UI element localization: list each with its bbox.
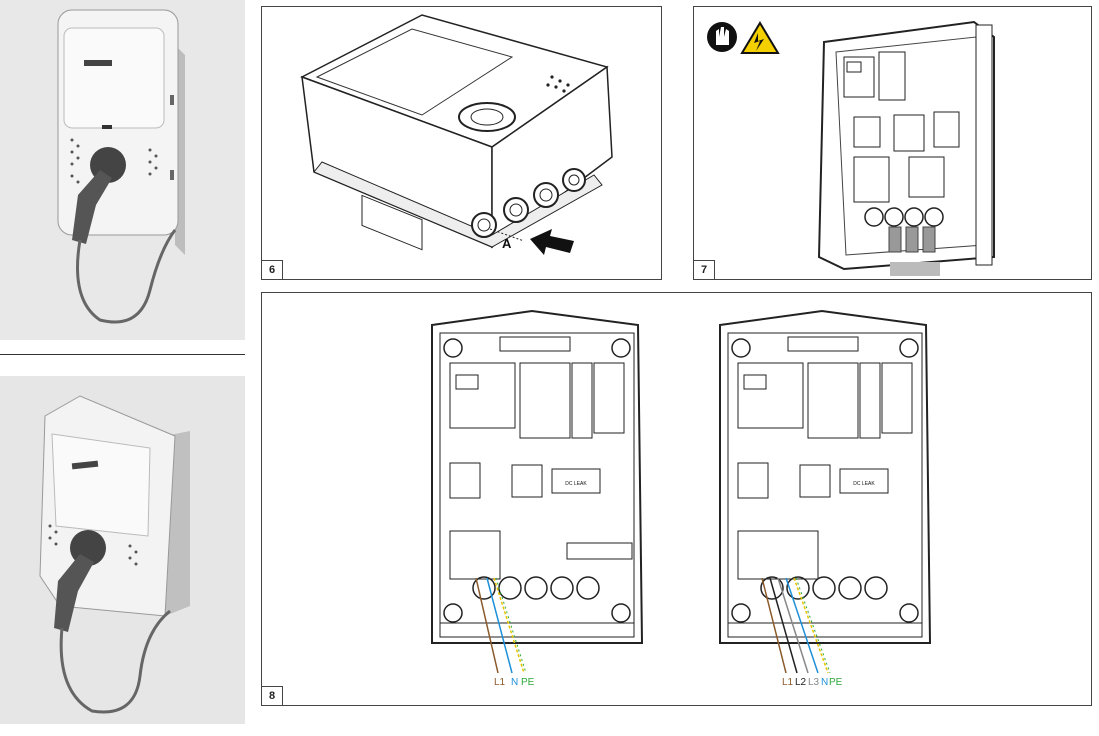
wire-label-l3: L3 <box>808 677 820 688</box>
figure-6-panel: A 6 <box>261 6 662 280</box>
wire-label-l2: L2 <box>795 677 807 688</box>
electric-shock-warning-icon <box>740 21 780 54</box>
gloves-required-icon <box>707 22 737 52</box>
wire-label-pe: PE <box>521 677 535 688</box>
dc-leak-label: DC LEAK <box>565 481 587 487</box>
charger-photo-angle <box>0 376 245 724</box>
open-enclosure-illustration <box>707 20 995 276</box>
wiring-diagram: DC LEAK L1 N PE <box>431 309 932 688</box>
wire-label-pe: PE <box>829 677 843 688</box>
wire-label-l1: L1 <box>494 677 506 688</box>
wire-label-n: N <box>821 677 828 688</box>
figure-number: 6 <box>262 260 283 279</box>
charger-photo-front <box>0 0 245 340</box>
three-phase-board: DC LEAK L1 L2 L3 N PE <box>719 309 932 688</box>
wire-label-n: N <box>511 677 518 688</box>
figure-number: 7 <box>694 260 715 279</box>
figure-number: 8 <box>262 686 283 705</box>
wire-label-l1: L1 <box>782 677 794 688</box>
single-phase-board: DC LEAK L1 N PE <box>431 309 644 688</box>
photo-divider <box>0 354 245 355</box>
cable-gland-illustration: A <box>300 14 613 255</box>
figure-8-panel: DC LEAK L1 N PE <box>261 292 1092 706</box>
dc-leak-label: DC LEAK <box>853 481 875 487</box>
figure-7-panel: 7 <box>693 6 1092 280</box>
arrow-label: A <box>502 236 512 251</box>
